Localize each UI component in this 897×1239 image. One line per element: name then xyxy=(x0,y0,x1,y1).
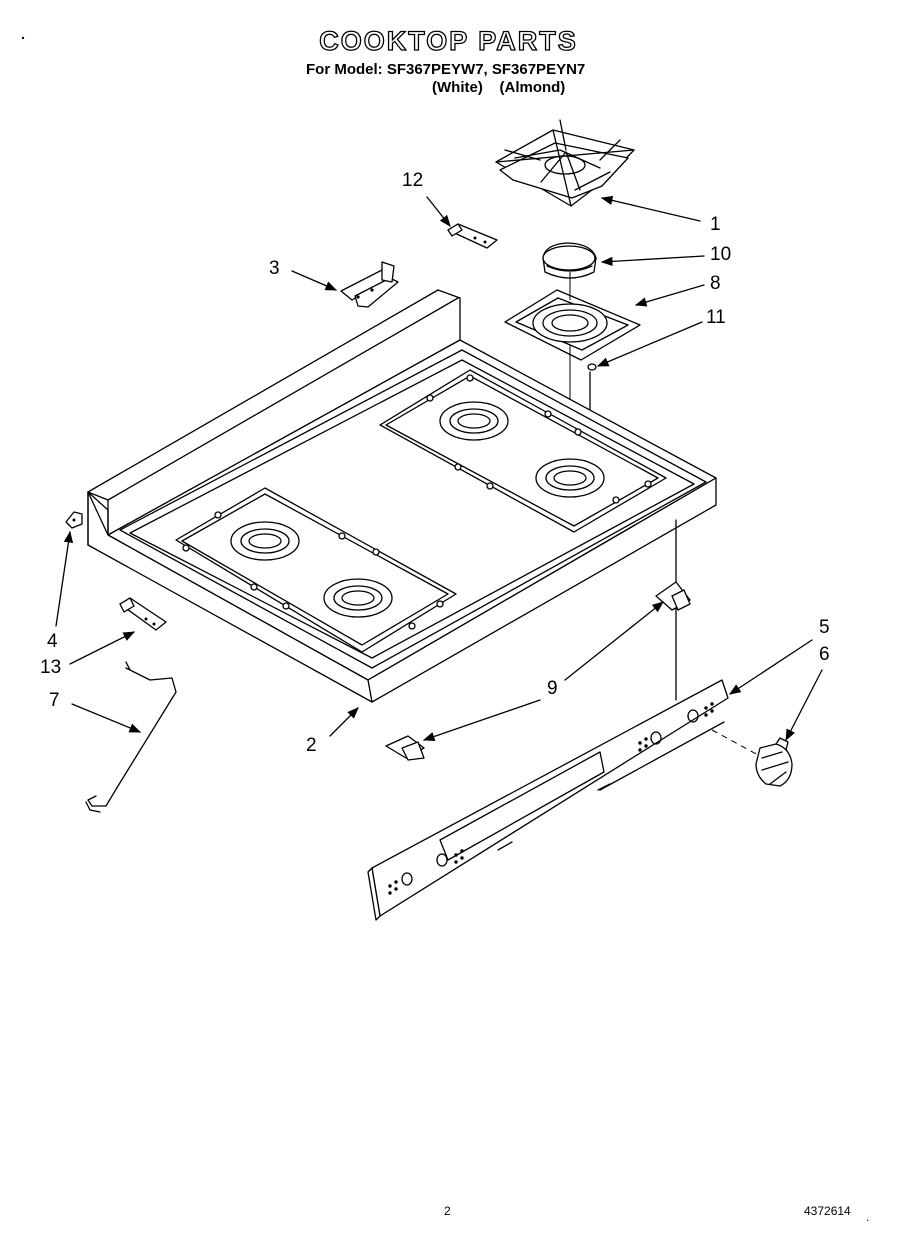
diagram-title: COOKTOP PARTS xyxy=(319,25,578,56)
callout-13: 13 xyxy=(40,657,62,678)
footer-dot: . xyxy=(866,1210,870,1224)
part-5-control-panel xyxy=(367,679,729,921)
burner-left-front xyxy=(323,578,393,618)
part-13-bracket xyxy=(119,597,167,631)
callout-1: 1 xyxy=(710,214,721,235)
callout-11: 11 xyxy=(706,307,726,328)
leader-4 xyxy=(55,530,74,627)
leader-11 xyxy=(596,321,703,367)
callout-6: 6 xyxy=(819,644,830,665)
callout-2: 2 xyxy=(306,735,317,756)
leader-1 xyxy=(600,195,701,222)
burner-left-rear xyxy=(230,521,300,561)
leader-6 xyxy=(785,669,823,742)
document-number: 4372614 xyxy=(804,1204,851,1218)
part-10-burner-cap xyxy=(542,242,597,279)
color-variants-line: (White) (Almond) xyxy=(432,79,566,96)
leader-13 xyxy=(69,631,136,665)
callout-3: 3 xyxy=(269,258,280,279)
part-6-knob xyxy=(755,737,793,787)
callout-5: 5 xyxy=(819,617,830,638)
part-9-clip-upper xyxy=(655,581,691,611)
part-4-clip xyxy=(65,511,83,529)
part-8-burner-bowl xyxy=(504,289,641,361)
callout-9: 9 xyxy=(547,678,558,699)
callout-12: 12 xyxy=(402,170,424,191)
leader-5 xyxy=(729,639,813,695)
callout-10: 10 xyxy=(710,244,732,265)
model-line: For Model: SF367PEYW7, SF367PEYN7 xyxy=(306,61,586,78)
leader-10 xyxy=(600,255,705,267)
part-12-bracket xyxy=(447,223,498,249)
page-number: 2 xyxy=(444,1204,451,1218)
corner-mark xyxy=(21,36,25,40)
callout-7: 7 xyxy=(49,690,60,711)
part-1-burner-grate xyxy=(495,119,635,207)
leader-3 xyxy=(291,270,338,291)
part-2-main-cooktop xyxy=(87,289,717,703)
leader-9-lower xyxy=(422,699,541,741)
burner-right-rear xyxy=(439,401,509,441)
knob-assembly-line xyxy=(711,729,761,757)
part-9-clip-lower xyxy=(385,735,425,761)
leader-12 xyxy=(426,196,451,227)
part-3-bracket xyxy=(340,261,399,308)
leader-8 xyxy=(634,284,705,307)
leader-2 xyxy=(329,707,359,737)
cooktop-mounting-dots xyxy=(182,374,652,630)
callout-8: 8 xyxy=(710,273,721,294)
part-7-wire-rod xyxy=(85,661,177,813)
burner-right-front xyxy=(535,458,605,498)
leader-7 xyxy=(71,703,142,733)
callout-leader-lines xyxy=(55,195,823,742)
leader-9-upper xyxy=(564,601,664,681)
callout-4: 4 xyxy=(47,631,58,652)
